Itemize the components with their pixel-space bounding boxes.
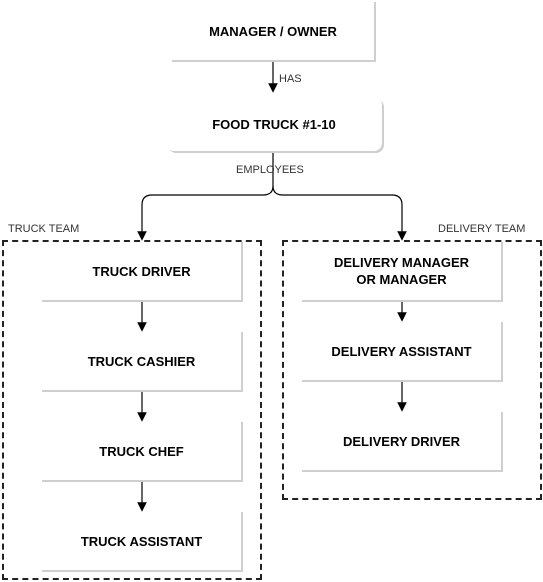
node-truck-cashier[interactable]: TRUCK CASHIER: [42, 332, 243, 392]
node-delivery-driver[interactable]: DELIVERY DRIVER: [302, 412, 503, 472]
node-manager-owner[interactable]: MANAGER / OWNER: [172, 2, 376, 62]
edge-label-employees: EMPLOYEES: [236, 164, 304, 176]
truck-team-group: [2, 240, 262, 580]
delivery-team-group: [282, 240, 542, 500]
edge-foodtruck-to-truckdriver: [137, 150, 274, 241]
node-truck-assistant[interactable]: TRUCK ASSISTANT: [42, 512, 243, 572]
group-label-delivery-team: DELIVERY TEAM: [438, 223, 526, 235]
node-delivery-manager[interactable]: DELIVERY MANAGER OR MANAGER: [302, 242, 503, 302]
node-delivery-assistant[interactable]: DELIVERY ASSISTANT: [302, 322, 503, 382]
node-truck-driver[interactable]: TRUCK DRIVER: [42, 242, 243, 302]
group-label-truck-team: TRUCK TEAM: [8, 223, 80, 235]
edge-label-has: HAS: [279, 73, 302, 85]
node-truck-chef[interactable]: TRUCK CHEF: [42, 422, 243, 482]
node-food-truck[interactable]: FOOD TRUCK #1-10: [166, 97, 382, 151]
edge-foodtruck-to-deliverymanager: [272, 185, 407, 241]
